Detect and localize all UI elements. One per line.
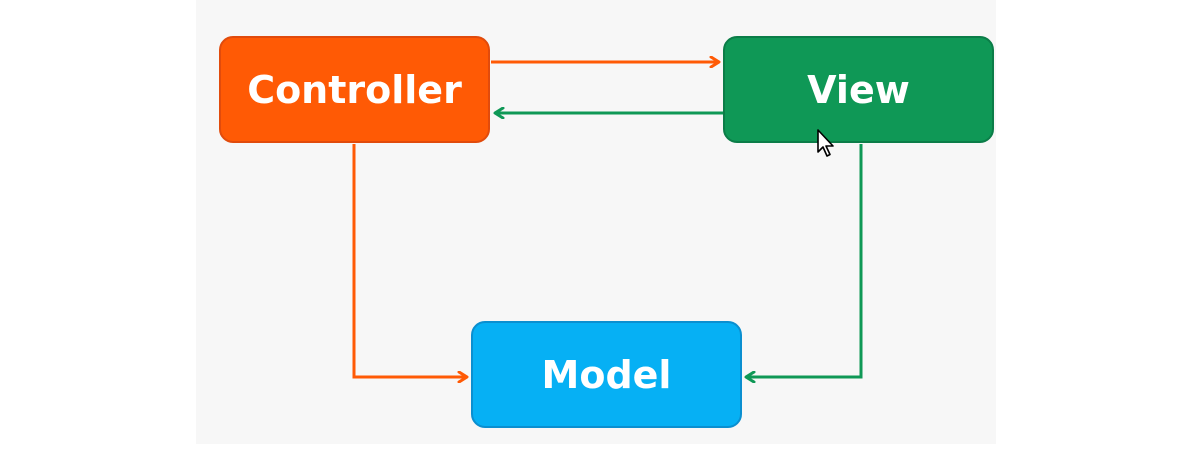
view-node: View [723, 36, 994, 143]
model-label: Model [541, 352, 672, 397]
view-label: View [807, 67, 910, 112]
controller-label: Controller [247, 67, 462, 112]
controller-node: Controller [219, 36, 490, 143]
model-node: Model [471, 321, 742, 428]
mouse-pointer-icon [817, 129, 834, 157]
